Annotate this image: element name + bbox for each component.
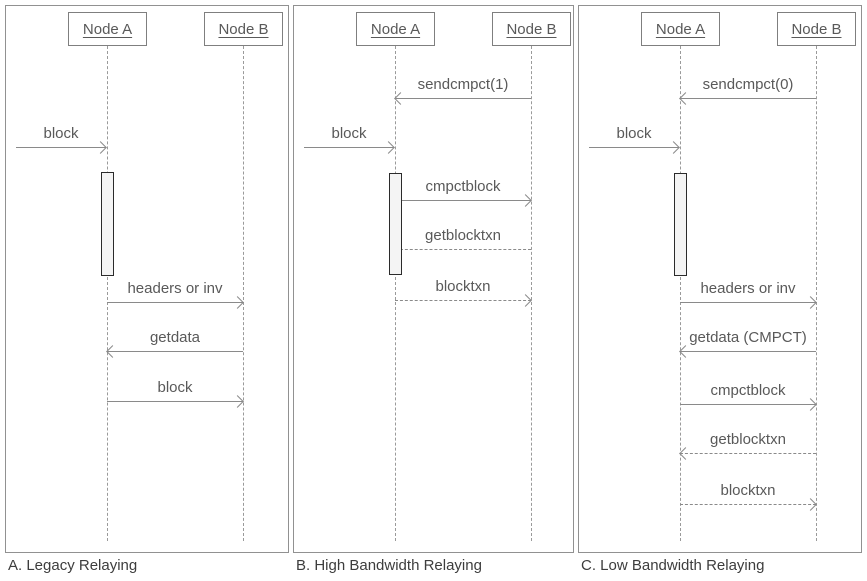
message-label: block bbox=[331, 125, 367, 142]
message-label: getblocktxn bbox=[710, 431, 786, 448]
message-label: block bbox=[43, 125, 79, 142]
node-a-label: Node A bbox=[370, 20, 421, 38]
node-b-label: Node B bbox=[218, 20, 269, 38]
lifeline-node-b bbox=[243, 46, 244, 541]
node-a-box: Node A bbox=[356, 12, 435, 46]
message-arrow bbox=[679, 345, 816, 358]
activation-bar bbox=[101, 172, 114, 276]
message-arrow bbox=[304, 141, 395, 154]
message-arrow bbox=[394, 243, 531, 256]
node-a-label: Node A bbox=[82, 20, 133, 38]
lifeline-node-a bbox=[395, 46, 396, 541]
message-arrow bbox=[680, 398, 817, 411]
message-label: block bbox=[157, 379, 193, 396]
message-arrow bbox=[680, 296, 817, 309]
message-label: headers or inv bbox=[700, 280, 796, 297]
message-label: blocktxn bbox=[720, 482, 776, 499]
messages-layer: block sendcmpct(0) headers or inv getdat… bbox=[579, 6, 861, 552]
message-arrow bbox=[395, 294, 532, 307]
node-a-box: Node A bbox=[68, 12, 147, 46]
activation-bar bbox=[389, 173, 402, 275]
message-arrow bbox=[679, 447, 816, 460]
message-label: sendcmpct(0) bbox=[702, 76, 794, 93]
lifeline-node-b bbox=[531, 46, 532, 541]
node-b-box: Node B bbox=[492, 12, 571, 46]
messages-layer: block sendcmpct(1) cmpctblock getblocktx… bbox=[294, 6, 573, 552]
message-label: headers or inv bbox=[127, 280, 223, 297]
lifeline-node-a bbox=[680, 46, 681, 541]
message-label: block bbox=[616, 125, 652, 142]
message-label: getdata (CMPCT) bbox=[689, 329, 807, 346]
messages-layer: block headers or inv getdata block bbox=[6, 6, 288, 552]
message-arrow bbox=[394, 92, 531, 105]
message-arrow bbox=[680, 498, 817, 511]
message-arrow bbox=[16, 141, 107, 154]
panel-caption: A. Legacy Relaying bbox=[8, 557, 138, 574]
message-label: getdata bbox=[149, 329, 201, 346]
message-arrow bbox=[395, 194, 532, 207]
message-label: cmpctblock bbox=[425, 178, 501, 195]
node-b-box: Node B bbox=[777, 12, 856, 46]
message-label: cmpctblock bbox=[710, 382, 786, 399]
activation-bar bbox=[674, 173, 687, 276]
message-label: getblocktxn bbox=[425, 227, 501, 244]
lifeline-node-b bbox=[816, 46, 817, 541]
panel-high-bandwidth-relaying: Node A Node B block sendcmpct(1) cmpctbl… bbox=[293, 5, 574, 574]
panel-caption: B. High Bandwidth Relaying bbox=[296, 557, 482, 574]
panel-caption: C. Low Bandwidth Relaying bbox=[581, 557, 765, 574]
node-b-label: Node B bbox=[791, 20, 842, 38]
node-b-label: Node B bbox=[506, 20, 557, 38]
panel-low-bandwidth-relaying: Node A Node B block sendcmpct(0) headers… bbox=[578, 5, 862, 574]
message-arrow bbox=[589, 141, 680, 154]
message-label: sendcmpct(1) bbox=[417, 76, 509, 93]
node-a-label: Node A bbox=[655, 20, 706, 38]
message-arrow bbox=[107, 296, 244, 309]
node-b-box: Node B bbox=[204, 12, 283, 46]
node-a-box: Node A bbox=[641, 12, 720, 46]
message-arrow bbox=[106, 345, 243, 358]
panel-legacy-relaying: Node A Node B block headers or inv getda… bbox=[5, 5, 289, 574]
message-label: blocktxn bbox=[435, 278, 491, 295]
message-arrow bbox=[107, 395, 244, 408]
lifeline-node-a bbox=[107, 46, 108, 541]
message-arrow bbox=[679, 92, 816, 105]
